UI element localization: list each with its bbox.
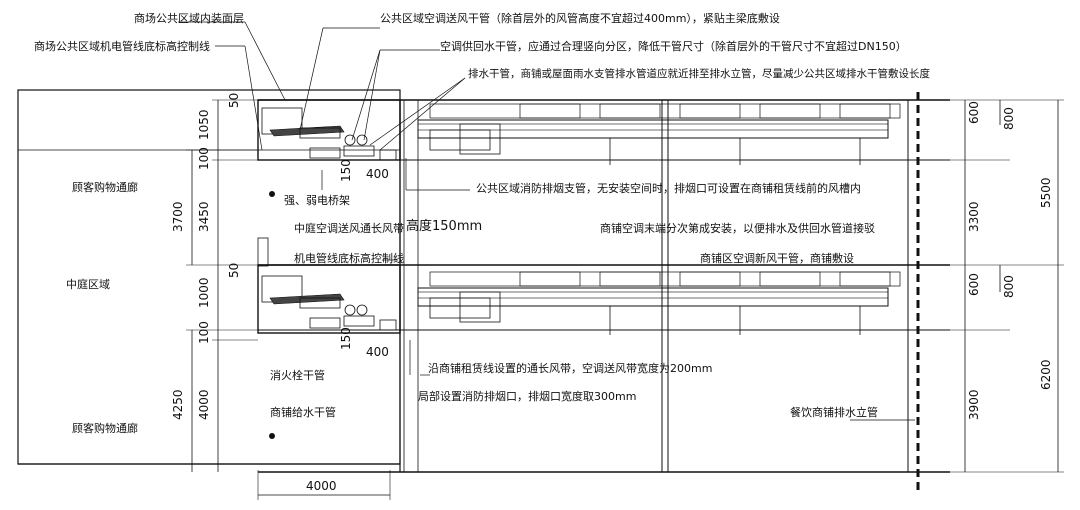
dim-100-top: 100: [197, 147, 211, 170]
dim-4000-h: 4000: [306, 479, 337, 493]
dim-4250: 4250: [171, 389, 185, 420]
label-mep-limit-top: 商场公共区域机电管线底标高控制线: [34, 40, 210, 53]
dim-3450: 3450: [197, 201, 211, 232]
dim-600-top: 600: [967, 101, 981, 124]
dim-400-b: 400: [366, 345, 389, 359]
label-atrium-duct: 中庭空调送风通长风带: [294, 222, 404, 235]
label-floor-finish: 商场公共区域内装面层: [134, 12, 244, 25]
dim-800-top: 800: [1002, 107, 1016, 130]
label-smoke-exhaust: 公共区域消防排烟支管，无安装空间时，排烟口可设置在商铺租赁线前的风槽内: [476, 182, 861, 195]
dim-5500: 5500: [1039, 177, 1053, 208]
dim-600-mid: 600: [967, 273, 981, 296]
dim-3700: 3700: [171, 201, 185, 232]
label-cable-tray: 强、弱电桥架: [284, 194, 350, 207]
dim-3300: 3300: [967, 201, 981, 232]
dim-400-a: 400: [366, 167, 389, 181]
dim-50-mid: 50: [227, 262, 241, 278]
label-shop-fresh-air: 商铺区空调新风干管，商铺敷设: [700, 252, 854, 265]
dim-3900: 3900: [967, 389, 981, 420]
label-ac-water-pipe: 空调供回水干管，应通过合理竖向分区，降低干管尺寸（除首层外的干管尺寸不宜超过DN…: [440, 40, 907, 53]
label-local-exhaust: 局部设置消防排烟口，排烟口宽度取300mm: [418, 390, 637, 403]
label-ac-supply-duct: 公共区域空调送风干管（除首层外的风管高度不宜超过400mm），紧贴主梁底敷设: [380, 12, 780, 25]
label-shop-lease-duct: 沿商铺租赁线设置的通长风带，空调送风带宽度为200mm: [428, 362, 713, 375]
dim-1000: 1000: [197, 277, 211, 308]
dim-150-a: 150: [339, 159, 353, 182]
label-mep-limit-mid: 机电管线底标高控制线: [294, 252, 404, 265]
label-drain-pipe: 排水干管，商铺或屋面雨水支管排水管道应就近排至排水立管，尽量减少公共区域排水干管…: [468, 68, 930, 80]
label-atrium-area: 中庭区域: [66, 278, 110, 291]
label-restaurant-drain: 餐饮商铺排水立管: [790, 406, 878, 419]
label-atrium-duct-height: 高度150mm: [406, 219, 483, 234]
dim-6200: 6200: [1039, 359, 1053, 390]
label-fire-hydrant: 消火栓干管: [270, 369, 325, 382]
dim-150-b: 150: [339, 327, 353, 350]
dim-100-bot: 100: [197, 321, 211, 344]
label-shop-water: 商铺给水干管: [270, 406, 336, 419]
label-shop-ac-end: 商铺空调末端分次第成安装，以便排水及供回水管道接驳: [600, 222, 875, 235]
dim-1050: 1050: [197, 109, 211, 140]
dim-50-top: 50: [227, 92, 241, 108]
label-corridor-top: 顾客购物通廊: [72, 181, 138, 194]
dim-4000-v: 4000: [197, 389, 211, 420]
dim-800-mid: 800: [1002, 275, 1016, 298]
label-corridor-bottom: 顾客购物通廊: [72, 422, 138, 435]
